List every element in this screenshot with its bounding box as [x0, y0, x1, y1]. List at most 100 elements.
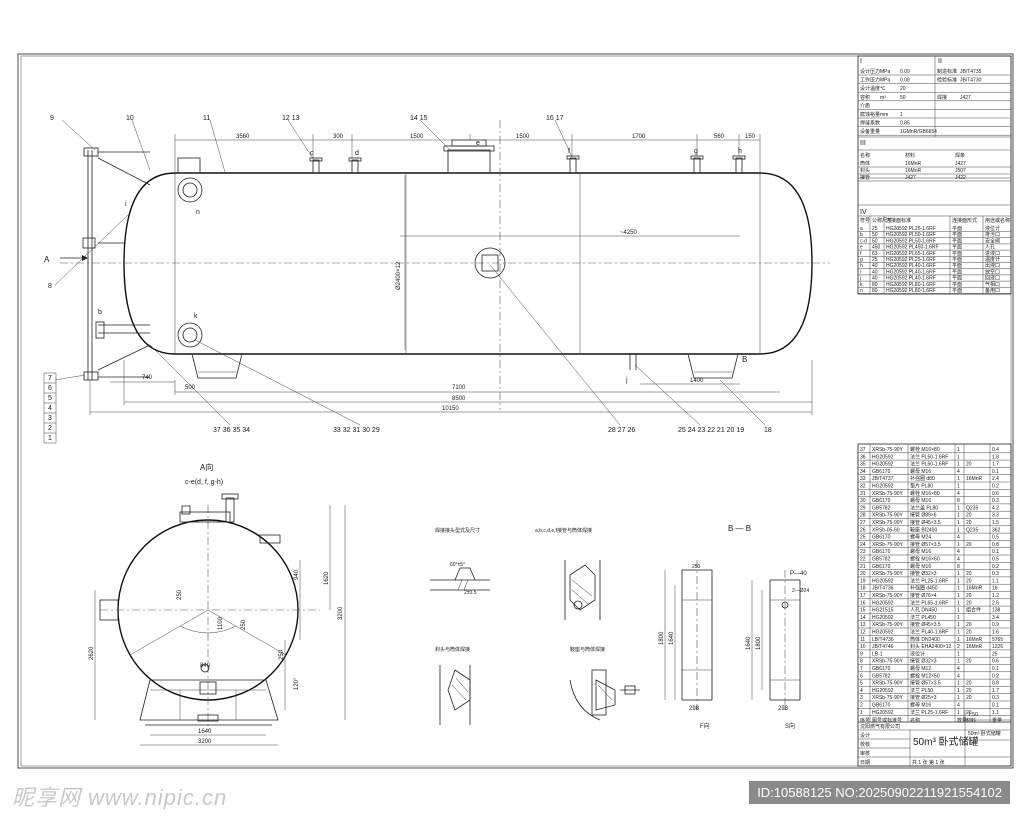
bom-cell: 鞍座 BI2400 [910, 526, 937, 533]
bom-cell: 0.4 [992, 447, 999, 453]
sa-dim-11: 1100 [218, 616, 224, 630]
spec-cell: 1GMnR/GB6654 [900, 129, 937, 135]
bom-cell: 1.8 [992, 454, 999, 460]
bom-cell: 接管 Ø32×3 [910, 658, 937, 665]
spec-cell: 0.08 [900, 78, 910, 84]
weld-details [430, 560, 640, 725]
material-cell: 16MnR [905, 168, 922, 174]
nozzle-cell: HG20592 PL40-1.6RF [886, 269, 936, 275]
bom-cell: 1 [957, 695, 960, 701]
material-cell: 封头 [860, 167, 870, 174]
bom-cell: 螺母 M16 [910, 468, 931, 475]
nozzle-d: d [355, 150, 359, 157]
callout-7: 7 [48, 375, 52, 382]
nozzle-cell: 液位计 [985, 225, 1000, 232]
bom-cell: 31 [860, 491, 866, 497]
bom-cell: 1 [957, 710, 960, 716]
bom-cell: 螺栓 M12×50 [910, 672, 940, 679]
bom-cell: 接管 Ø57×3.5 [910, 541, 941, 548]
nozzle-cell: 80 [872, 288, 878, 294]
spec-cell: mm [880, 112, 888, 118]
bom-cell: 33 [860, 476, 866, 482]
tb-label-design: 设计 [860, 732, 870, 739]
bom-cell: 35 [860, 462, 866, 468]
bb-dim-2: 1800 [659, 631, 665, 645]
bom-cell: 1.5 [992, 520, 999, 526]
bom-cell: HG20592 [872, 600, 894, 606]
callout-25-19: 25 24 23 22 21 20 19 [678, 427, 744, 434]
bom-cell: XRSb-75-90Y [872, 542, 904, 548]
bom-cell: Q235 [966, 527, 978, 533]
nozzle-header: 用途或名称 [985, 217, 1010, 224]
bom-cell: 0.3 [992, 498, 999, 504]
dim-top-7: 150 [745, 134, 756, 140]
bom-cell: 20 [966, 571, 972, 577]
nozzle-cell: c-d [860, 238, 867, 244]
bom-cell: GB6170 [872, 666, 891, 672]
bom-cell: XRSb-75-90Y [872, 491, 904, 497]
nozzle-cell: 平面 [952, 263, 962, 269]
bom-cell: 1 [957, 615, 960, 621]
nozzle-cell: 25 [872, 226, 878, 232]
nozzle-cell: a [860, 226, 863, 232]
tb-label-check: 校核 [860, 741, 870, 748]
material-cell: J427 [955, 161, 966, 167]
spec-cell: 设计压力 [860, 68, 880, 75]
bb-dim-8: 298 [778, 706, 789, 712]
bom-cell: 1 [957, 462, 960, 468]
nozzle-cell: 平面 [952, 269, 962, 275]
bom-cell: 螺栓 M16×80 [910, 490, 940, 497]
outer-frame [17, 53, 1014, 769]
bom-cell: 1 [957, 484, 960, 490]
dim-bot-5: 10150 [442, 406, 459, 412]
bom-cell: 3.4 [992, 615, 999, 621]
callout-2: 2 [48, 425, 52, 432]
bom-cell: 法兰 PL25-1.6RF [910, 709, 948, 716]
bom-header: 数量 [957, 717, 967, 724]
bom-cell: 2.6 [992, 600, 999, 606]
bom-cell: 25 [992, 651, 998, 657]
spec-cell: 20 [900, 86, 906, 92]
nozzle-cell: HG20592 PL65-1.6RF [886, 251, 936, 257]
material-header: 材料 [905, 152, 915, 159]
bom-cell: 20 [966, 578, 972, 584]
nozzle-cell: 安全阀 [985, 237, 1000, 244]
bom-cell: 法兰 PL50-1.6RF [910, 453, 948, 460]
bom-cell: XRSb-75-90Y [872, 695, 904, 701]
bom-cell: 32 [860, 484, 866, 490]
bom-cell: 5 [860, 681, 863, 687]
sa-dim-10: 250 [241, 619, 247, 630]
bom-cell: 4 [957, 673, 960, 679]
spec-cell: 1 [900, 112, 903, 118]
drawing-title: 50m³ 卧式储罐 [913, 735, 979, 748]
dim-top-3: 1500 [410, 134, 424, 140]
bom-cell: 29 [860, 505, 866, 511]
bom-cell: 1.7 [992, 462, 999, 468]
bom-cell: 接管 Ø89×6 [910, 512, 937, 519]
bom-cell: 20 [966, 688, 972, 694]
bom-cell: 0.6 [992, 491, 999, 497]
nozzle-f: f [568, 148, 570, 155]
callout-10: 10 [126, 115, 134, 122]
sa-dim-2: 3200 [338, 606, 344, 620]
bom-cell: 19 [860, 578, 866, 584]
bom-cell: 螺栓 M16×60 [910, 556, 940, 563]
bom-cell: XRSb-75-90Y [872, 571, 904, 577]
bom-cell: 接管 Ø45×3.5 [910, 519, 941, 526]
dim-top-6: 560 [714, 134, 725, 140]
bom-cell: JB/T4736 [872, 586, 894, 592]
bom-cell: 0.2 [992, 564, 999, 570]
bom-cell: 1 [957, 600, 960, 606]
bom-header: 序号 [860, 717, 870, 724]
nozzle-g: g [694, 148, 698, 155]
bb-section-labels: B — B 250 1800 1640 298 P—40 2—Ø24 1640 … [659, 524, 809, 730]
nozzle-cell: 放空口 [985, 268, 1000, 275]
nozzle-cell: i [860, 269, 861, 275]
spec-cell: 检验标准 [937, 77, 957, 84]
nozzle-cell: HG20592 PL25-1.6RF [886, 257, 936, 263]
bom-cell: XRSb-75-90Y [872, 513, 904, 519]
bom-cell: 4 [957, 666, 960, 672]
nozzle-cell: HG20592 PL50-1.6RF [886, 232, 936, 238]
spec-cell: 焊接 [937, 94, 947, 101]
